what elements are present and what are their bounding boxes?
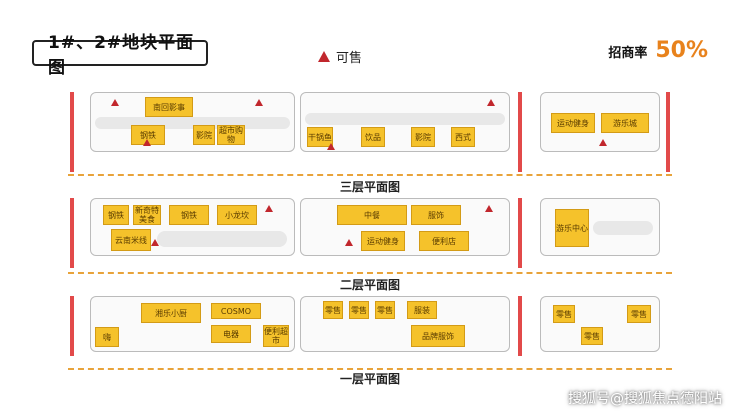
shop: 影院 (411, 127, 435, 147)
shop: 零售 (581, 327, 603, 345)
shop: 湘乐小厨 (141, 303, 201, 323)
for-sale-marker-icon (318, 51, 330, 62)
for-sale-marker-icon (487, 99, 495, 106)
divider (68, 368, 672, 370)
shop: 西式 (451, 127, 475, 147)
legend: 可售 (318, 47, 362, 66)
for-sale-marker-icon (255, 99, 263, 106)
floor1-plan-block1: 湘乐小厨 COSMO 嗨 电器 便利超市 (90, 296, 295, 352)
shop: 零售 (375, 301, 395, 319)
shop: 零售 (349, 301, 369, 319)
corridor (157, 231, 287, 247)
shop: 钢铁 (169, 205, 209, 225)
floor3-plan-block1: 南回影事 钢铁 超市购物 影院 (90, 92, 295, 152)
shop: 服饰 (411, 205, 461, 225)
rate-value: 50% (655, 38, 708, 63)
shop: 南回影事 (145, 97, 193, 117)
shop: 便利店 (419, 231, 469, 251)
for-sale-marker-icon (485, 205, 493, 212)
shop: 游乐城 (601, 113, 649, 133)
divider (68, 272, 672, 274)
shop: 服装 (407, 301, 437, 319)
rate-label: 招商率 (608, 46, 648, 61)
floor3-plan-block3: 运动健身 游乐城 (540, 92, 660, 152)
shop: 中餐 (337, 205, 407, 225)
direction-arrow (666, 92, 670, 172)
page-title: 1#、2#地块平面图 (32, 33, 208, 78)
shop: COSMO (211, 303, 261, 319)
corridor (305, 113, 505, 125)
for-sale-marker-icon (143, 139, 151, 146)
direction-arrow (518, 92, 522, 172)
for-sale-marker-icon (599, 139, 607, 146)
shop: 零售 (553, 305, 575, 323)
shop: 游乐中心 (555, 209, 589, 247)
legend-label: 可售 (336, 51, 363, 66)
floor-label: 一层平面图 (339, 372, 400, 386)
for-sale-marker-icon (265, 205, 273, 212)
shop: 零售 (627, 305, 651, 323)
shop: 便利超市 (263, 325, 289, 347)
leasing-rate: 招商率 50% (608, 38, 708, 63)
floor-label: 三层平面图 (339, 180, 400, 194)
shop: 运动健身 (361, 231, 405, 251)
floor2-plan-block1: 钢铁 新奇特美食 钢铁 小龙坎 云南米线 (90, 198, 295, 256)
direction-arrow (518, 198, 522, 268)
direction-arrow (518, 296, 522, 356)
watermark: 搜狐号@搜狐焦点德阳站 (568, 391, 722, 407)
for-sale-marker-icon (111, 99, 119, 106)
corridor (593, 221, 653, 235)
shop: 小龙坎 (217, 205, 257, 225)
shop: 影院 (193, 125, 215, 145)
shop: 新奇特美食 (133, 205, 161, 225)
floor2-plan-block3: 游乐中心 (540, 198, 660, 256)
for-sale-marker-icon (345, 239, 353, 246)
shop: 钢铁 (103, 205, 129, 225)
shop: 饮品 (361, 127, 385, 147)
shop: 嗨 (95, 327, 119, 347)
floor-label: 二层平面图 (339, 278, 400, 292)
floor2-plan-block2: 中餐 运动健身 服饰 便利店 (300, 198, 510, 256)
shop: 电器 (211, 325, 251, 343)
direction-arrow (70, 296, 74, 356)
for-sale-marker-icon (327, 143, 335, 150)
floor1-plan-block2: 零售 零售 零售 服装 品牌服饰 (300, 296, 510, 352)
for-sale-marker-icon (151, 239, 159, 246)
floor1-plan-block3: 零售 零售 零售 (540, 296, 660, 352)
shop: 超市购物 (217, 125, 245, 145)
shop: 品牌服饰 (411, 325, 465, 347)
floor3-plan-block2: 干锅鱼 饮品 影院 西式 (300, 92, 510, 152)
direction-arrow (70, 198, 74, 268)
shop: 干锅鱼 (307, 127, 333, 147)
divider (68, 174, 672, 176)
shop: 零售 (323, 301, 343, 319)
shop: 运动健身 (551, 113, 595, 133)
shop: 云南米线 (111, 229, 151, 251)
direction-arrow (70, 92, 74, 172)
